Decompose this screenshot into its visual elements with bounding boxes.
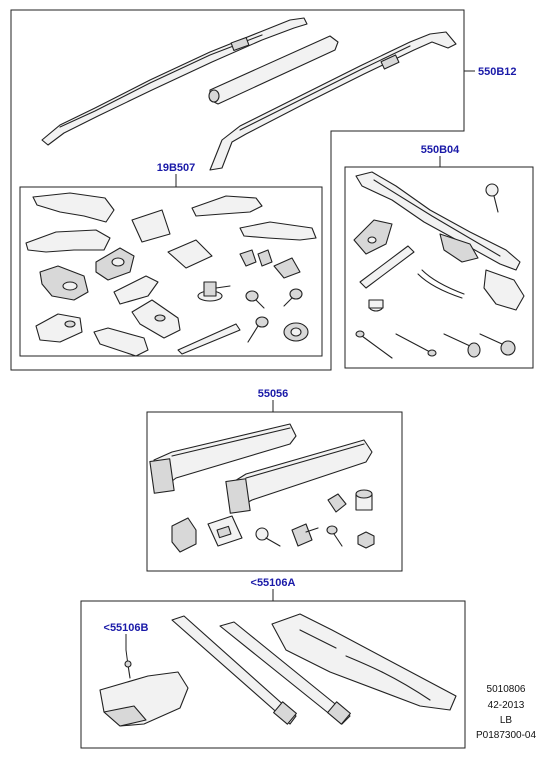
end-cap-front-left [32, 192, 115, 223]
key [485, 183, 499, 213]
gasket-plate-lower [167, 239, 213, 269]
callout-19b507: 19B507 [157, 162, 196, 174]
gasket-plate-upper [131, 209, 171, 243]
callout-55106a: <55106A [251, 577, 296, 589]
ski-carrier-lower [225, 439, 373, 514]
roof-rail-cover [208, 35, 339, 105]
bolt-long [355, 330, 393, 359]
key-set [255, 527, 281, 547]
footer-line-3: LB [500, 715, 513, 726]
kit-550b04-frame [344, 166, 534, 369]
mounting-block [131, 299, 181, 339]
end-cap-rear-left [25, 229, 111, 253]
kit-55056-frame [146, 411, 403, 572]
clip-pair [239, 249, 301, 279]
small-bolt [326, 525, 343, 547]
ski-carrier-upper [149, 423, 297, 494]
screw-angled [283, 288, 303, 307]
clamp-jaw [353, 219, 393, 255]
wheel-strap [417, 269, 465, 299]
bar-adapter-assembly [99, 660, 189, 727]
end-clip [171, 517, 197, 553]
mounting-bracket-2 [95, 247, 135, 281]
load-bar-1 [171, 615, 297, 725]
load-bar-2 [219, 621, 351, 725]
roof-rail-right [209, 31, 457, 171]
end-cap-rear-right [239, 221, 317, 241]
callout-55106b: <55106B [104, 622, 149, 634]
kit-19b507-frame [19, 186, 323, 357]
spacer [368, 299, 384, 312]
mounting-foot-3 [113, 275, 159, 305]
cylinder-spacer [355, 489, 373, 511]
strap-ratchet [359, 245, 415, 289]
callout-550b12: 550B12 [478, 66, 517, 78]
wedge-nut [327, 493, 347, 513]
footer-line-4: P0187300-04 [476, 730, 536, 741]
leader-55106b [125, 634, 129, 666]
wedge-strip [177, 323, 241, 355]
mounting-bracket-1 [39, 265, 89, 301]
adhesive-pad [207, 515, 243, 547]
trim-piece-left [35, 313, 83, 343]
knob-bolt-1 [443, 333, 481, 358]
footer-line-1: 5010806 [487, 684, 526, 695]
callout-550b04: 550B04 [421, 144, 460, 156]
storage-bag [271, 613, 457, 711]
screw-long [247, 316, 269, 343]
callout-55056: 55056 [258, 388, 289, 400]
wheel-holder [483, 269, 525, 311]
hex-nut [357, 531, 375, 549]
grommet [283, 322, 309, 342]
footer-line-2: 42-2013 [488, 700, 525, 711]
stud-bolt [197, 281, 231, 302]
bike-carrier-frame [355, 171, 521, 271]
knob-bolt-2 [479, 333, 516, 356]
screw-short [245, 290, 265, 309]
bolt-medium [395, 333, 437, 357]
main-assembly-frame [10, 9, 465, 371]
thumb-screw [291, 523, 319, 547]
roof-rail-left [41, 17, 308, 146]
end-cap-front-right [191, 195, 263, 217]
trim-piece-right [93, 327, 149, 357]
